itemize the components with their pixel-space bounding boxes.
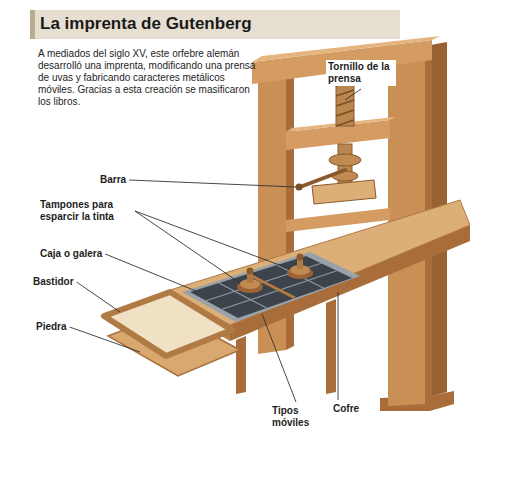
leader-line <box>129 180 296 187</box>
bar-knob <box>296 184 303 191</box>
title-tab <box>30 10 35 39</box>
press-bed <box>104 200 470 394</box>
leader-line <box>70 327 140 352</box>
part-label: Tampones para esparcir la tinta <box>40 199 132 223</box>
part-label: Bastidor <box>33 276 74 288</box>
leader-line <box>345 89 361 100</box>
type-grid-lines <box>206 263 337 309</box>
leader-line <box>77 282 120 312</box>
part-label: Tornillo de la prensa <box>326 60 396 86</box>
leader-line <box>135 211 290 269</box>
stone <box>182 252 360 322</box>
diagram-title: La imprenta de Gutenberg <box>40 14 252 34</box>
bed-top <box>170 200 470 325</box>
description-text: A mediados del siglo XV, este orfebre al… <box>38 48 256 108</box>
press-screw <box>296 78 377 204</box>
part-label: Cofre <box>333 403 359 415</box>
top-beam-top <box>252 36 440 62</box>
leader-line <box>105 254 196 291</box>
leader-line <box>338 292 339 400</box>
bed-leg <box>236 336 246 394</box>
bed-leg <box>326 299 336 394</box>
ink-pad-knob <box>247 268 254 275</box>
part-label: Caja o galera <box>40 248 102 260</box>
screw-thread <box>336 80 354 126</box>
leader-line <box>262 314 296 402</box>
part-label: Tipos móviles <box>272 405 320 429</box>
title-band <box>30 10 400 39</box>
ink-pads <box>237 254 313 294</box>
platen <box>312 180 376 204</box>
screw-nut <box>329 154 361 166</box>
part-label: Piedra <box>36 321 67 333</box>
part-label: Barra <box>100 174 126 186</box>
ink-pad-knob <box>297 254 304 261</box>
